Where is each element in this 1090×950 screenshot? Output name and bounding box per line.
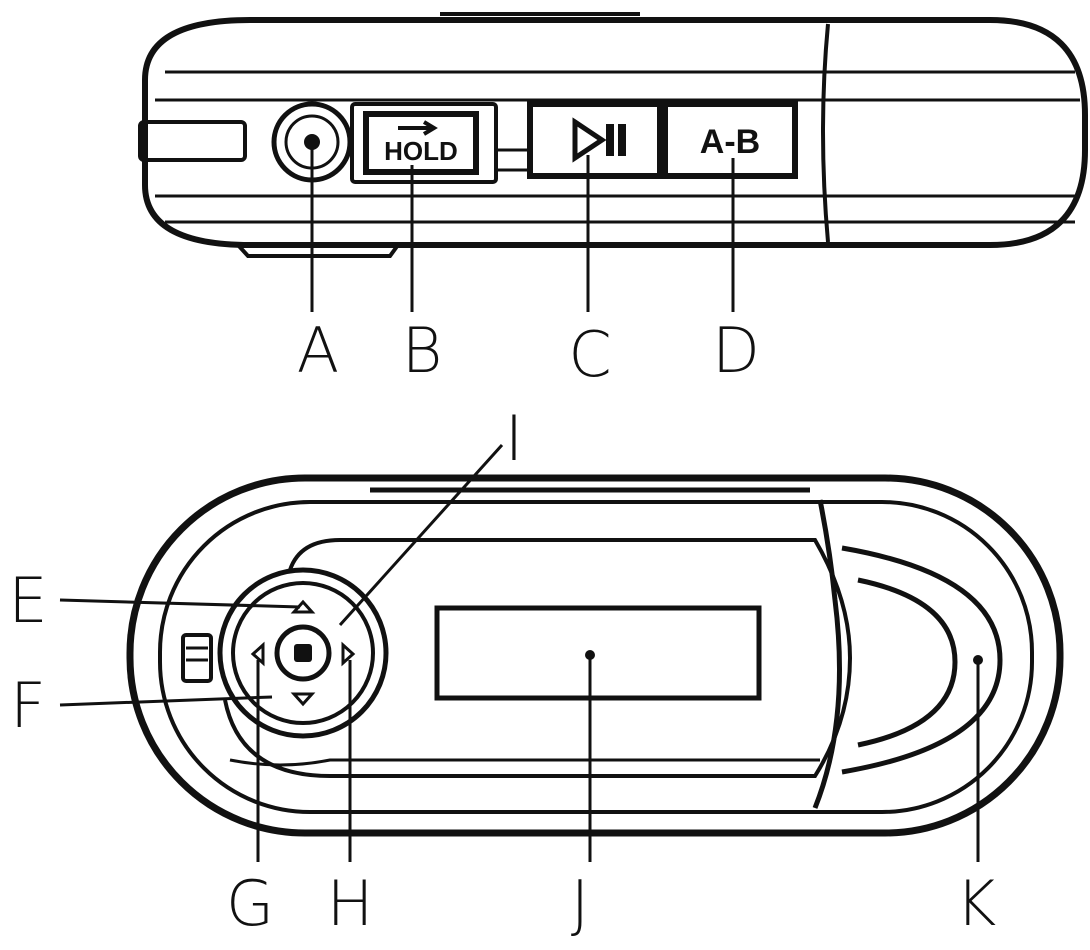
play-pause-button[interactable] [527,101,663,179]
front-view-inner-body [158,500,1034,814]
hold-arrow-icon [398,120,438,136]
navigation-ring[interactable] [231,581,375,725]
lanyard-loop [181,633,213,683]
top-leader-lines [310,142,735,312]
button-gap-lines [498,148,530,172]
callout-g: G [226,867,274,940]
callout-h: H [327,867,374,940]
menu-center-icon [294,644,312,662]
callout-c: C [568,318,611,391]
front-view-outer-body [126,474,1064,837]
nav-down-button[interactable] [290,692,316,707]
top-view-body [142,17,1088,248]
front-view-face-lower [229,758,820,767]
top-view-bottom-bump [236,243,400,258]
nav-right-button[interactable] [341,641,356,667]
callout-f: F [10,669,46,742]
hold-switch-housing [350,102,498,184]
callout-a: A [297,314,339,387]
callout-i: I [505,402,523,475]
callout-d: D [712,314,760,387]
callout-k: K [956,867,997,940]
callout-j: J [571,867,589,940]
menu-center-button[interactable] [274,624,332,682]
callout-e: E [8,564,47,637]
top-view-cap-seam [821,23,830,243]
side-slot [138,120,247,162]
front-view-cap [812,499,842,809]
lcd-display [434,605,762,701]
ab-repeat-button[interactable] [662,101,798,179]
front-leader-lines [59,443,983,862]
front-view [126,474,1064,837]
top-view: HOLD A-B [138,12,1088,258]
hold-switch-label: HOLD [384,136,458,166]
front-view-cap-curve-inner [857,577,958,748]
callout-b: B [402,314,443,387]
front-view-cap-curve-outer [841,545,1003,775]
ab-repeat-label: A-B [700,123,760,161]
hold-switch[interactable] [363,111,479,175]
front-view-face-panel [223,538,853,778]
navigation-ring-outer [217,567,389,739]
nav-left-button[interactable] [250,641,265,667]
play-pause-icon [572,117,626,163]
